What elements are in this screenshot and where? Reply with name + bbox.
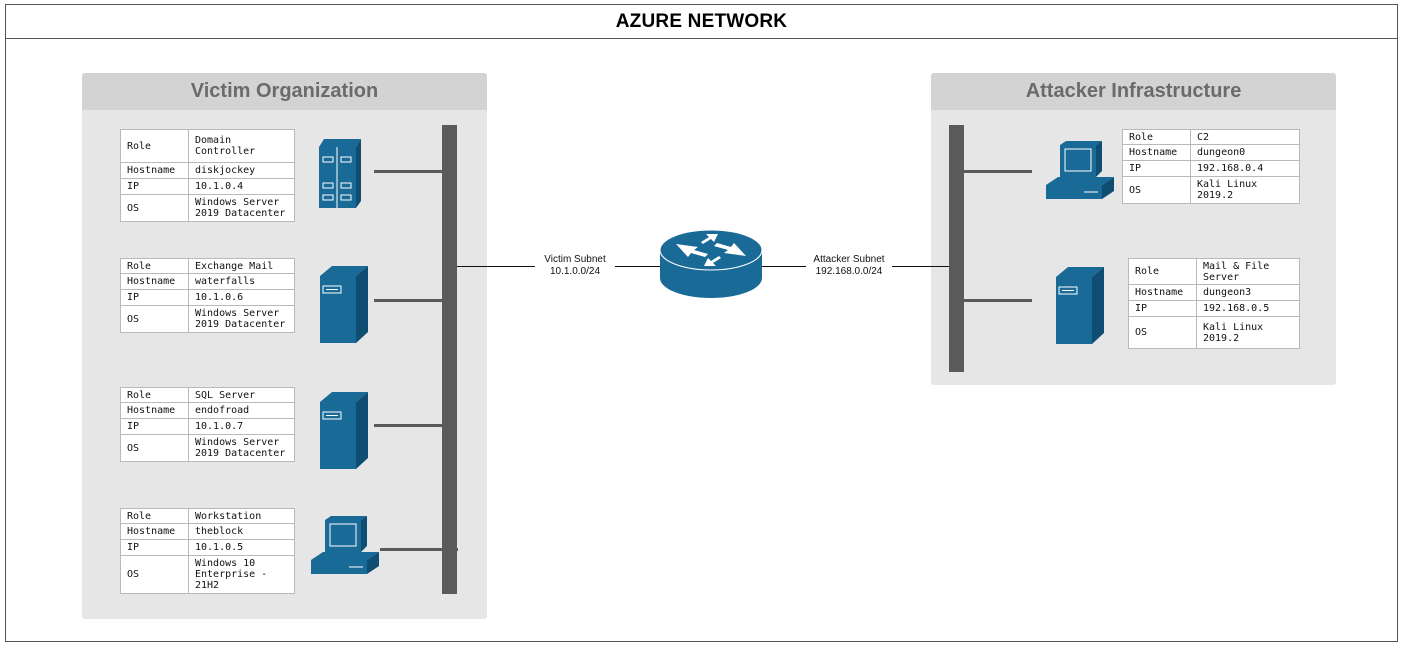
role-value: SQL Server (188, 387, 295, 403)
router-icon (659, 229, 763, 298)
ip-label: IP (1122, 160, 1191, 177)
victim-tap-4 (380, 548, 458, 551)
victim-tap-3 (374, 424, 442, 427)
hostname-label: Hostname (1128, 284, 1197, 301)
title-bar: AZURE NETWORK (6, 5, 1397, 39)
role-label: Role (120, 387, 189, 403)
hostname-label: Hostname (120, 273, 189, 290)
ip-value: 10.1.0.7 (188, 418, 295, 435)
os-value: Kali Linux 2019.2 (1196, 316, 1300, 349)
victim-tap-1 (374, 170, 442, 173)
ip-label: IP (1128, 300, 1197, 317)
hostname-value: dungeon0 (1190, 144, 1300, 161)
ip-value: 192.168.0.4 (1190, 160, 1300, 177)
server-tower-icon (320, 266, 368, 343)
diagram-frame: AZURE NETWORK (5, 4, 1398, 642)
victim-tap-2 (374, 299, 442, 302)
server-rack-icon (319, 139, 361, 208)
attacker-subnet-label: Attacker Subnet 192.168.0.0/24 (806, 254, 892, 278)
ip-value: 10.1.0.5 (188, 539, 295, 556)
attacker-tap-1 (964, 170, 1032, 173)
workstation-icon (1046, 141, 1114, 199)
victim-subnet-cidr: 10.1.0.0/24 (549, 266, 601, 277)
role-value: Mail & File Server (1196, 258, 1300, 285)
attacker-zone-title: Attacker Infrastructure (1025, 80, 1242, 102)
hostname-value: diskjockey (188, 162, 295, 179)
role-label: Role (1122, 129, 1191, 145)
attacker-zone-header: Attacker Infrastructure (931, 73, 1336, 110)
hostname-value: waterfalls (188, 273, 295, 290)
victim-subnet-label: Victim Subnet 10.1.0.0/24 (535, 254, 615, 278)
attacker-subnet-cidr: 192.168.0.0/24 (815, 266, 883, 277)
role-label: Role (120, 129, 189, 163)
hostname-value: endofroad (188, 402, 295, 419)
ip-value: 192.168.0.5 (1196, 300, 1300, 317)
hostname-value: theblock (188, 523, 295, 540)
role-value: Workstation (188, 508, 295, 524)
os-value: Windows Server 2019 Datacenter (188, 194, 295, 222)
os-label: OS (120, 305, 189, 333)
server-tower-icon (1056, 267, 1104, 344)
ip-label: IP (120, 418, 189, 435)
role-value: Exchange Mail (188, 258, 295, 274)
victim-subnet-name: Victim Subnet (544, 254, 606, 265)
os-label: OS (120, 194, 189, 222)
hostname-label: Hostname (120, 523, 189, 540)
role-label: Role (120, 258, 189, 274)
attacker-subnet-name: Attacker Subnet (813, 254, 885, 265)
victim-zone-title: Victim Organization (190, 80, 379, 102)
os-value: Kali Linux 2019.2 (1190, 176, 1300, 204)
os-label: OS (120, 434, 189, 462)
os-value: Windows 10 Enterprise - 21H2 (188, 555, 295, 594)
victim-network-bus (442, 125, 457, 594)
ip-value: 10.1.0.4 (188, 178, 295, 195)
hostname-label: Hostname (1122, 144, 1191, 161)
hostname-label: Hostname (120, 162, 189, 179)
ip-label: IP (120, 539, 189, 556)
os-label: OS (1128, 316, 1197, 349)
diagram-title: AZURE NETWORK (615, 10, 788, 32)
role-value: C2 (1190, 129, 1300, 145)
victim-zone-header: Victim Organization (82, 73, 487, 110)
attacker-network-bus (949, 125, 964, 372)
role-label: Role (1128, 258, 1197, 285)
ip-label: IP (120, 289, 189, 306)
server-tower-icon (320, 392, 368, 469)
ip-label: IP (120, 178, 189, 195)
os-value: Windows Server 2019 Datacenter (188, 434, 295, 462)
os-value: Windows Server 2019 Datacenter (188, 305, 295, 333)
role-value: Domain Controller (188, 129, 295, 163)
hostname-label: Hostname (120, 402, 189, 419)
workstation-icon (311, 516, 379, 574)
role-label: Role (120, 508, 189, 524)
hostname-value: dungeon3 (1196, 284, 1300, 301)
attacker-tap-2 (964, 299, 1032, 302)
os-label: OS (120, 555, 189, 594)
ip-value: 10.1.0.6 (188, 289, 295, 306)
os-label: OS (1122, 176, 1191, 204)
